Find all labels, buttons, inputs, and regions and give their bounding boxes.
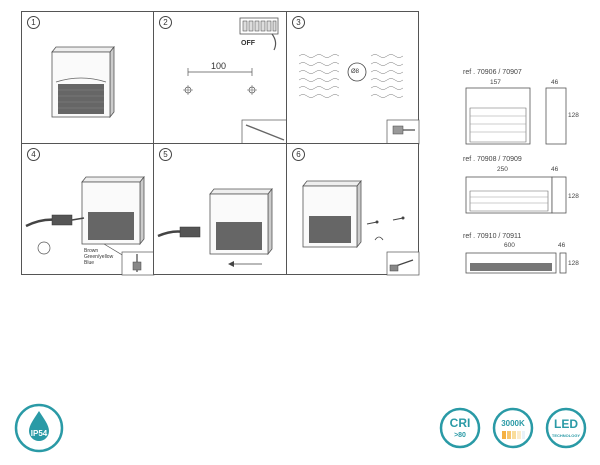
step-number: 1 — [27, 16, 40, 29]
wire-blue-label: Blue — [84, 260, 95, 266]
cri-value: >80 — [454, 432, 466, 439]
cri-badge: CRI >80 — [439, 407, 481, 449]
power-off-illustration — [183, 17, 288, 145]
spec-width-3: 600 — [504, 242, 515, 249]
ip-rating: IP54 — [30, 429, 48, 438]
ip54-badge: IP54 — [14, 403, 64, 453]
spec-drawing-2 — [465, 176, 567, 214]
led-badge: LED TECHNOLOGY — [545, 407, 587, 449]
step-number: 5 — [159, 148, 172, 161]
step-2-panel: 2 OFF 100 — [153, 11, 288, 145]
spec-depth-2: 46 — [551, 166, 559, 173]
step-5-panel: 5 — [153, 143, 287, 275]
step-number: 3 — [292, 16, 305, 29]
step-1-panel: 1 — [21, 11, 154, 144]
step-6-panel: 6 — [286, 143, 420, 276]
color-temperature-badge: 3000K — [492, 407, 534, 449]
water-drop-icon — [14, 403, 64, 453]
step-number: 2 — [159, 16, 172, 29]
spec-ref-3: ref . 70910 / 70911 — [463, 233, 522, 240]
wiring-illustration — [25, 175, 155, 276]
spec-width-2: 250 — [497, 166, 508, 173]
spec-drawing-1 — [465, 87, 567, 145]
spec-height-1: 128 — [568, 112, 579, 119]
mounting-illustration — [157, 187, 273, 267]
spec-depth-3: 46 — [558, 242, 566, 249]
spec-drawing-3 — [465, 252, 567, 274]
led-icon — [545, 407, 587, 449]
fixing-screws-illustration — [302, 179, 420, 276]
led-label: LED — [554, 417, 578, 431]
step-number: 6 — [292, 148, 305, 161]
step-4-panel: 4 Brown Green/yellow Blue — [21, 143, 155, 276]
wire-green-yellow-label: Green/yellow — [84, 254, 114, 260]
lamp-illustration — [51, 45, 115, 119]
drill-size: Ø8 — [351, 69, 360, 75]
spec-width-1: 157 — [490, 79, 501, 86]
spec-depth-1: 46 — [551, 79, 559, 86]
spec-height-3: 128 — [568, 260, 579, 267]
drilling-illustration — [298, 54, 420, 145]
cri-icon — [439, 407, 481, 449]
cri-label: CRI — [449, 416, 471, 430]
instruction-grid: 1 2 — [21, 11, 420, 276]
led-sublabel: TECHNOLOGY — [551, 433, 581, 438]
spec-height-2: 128 — [568, 193, 579, 200]
color-temperature-value: 3000K — [501, 419, 525, 428]
step-number: 4 — [27, 148, 40, 161]
wire-brown-label: Brown — [84, 248, 99, 254]
hole-distance: 100 — [211, 61, 227, 71]
spec-ref-2: ref . 70908 / 70909 — [463, 156, 522, 163]
color-temperature-icon — [492, 407, 534, 449]
step-3-panel: 3 Ø8 — [286, 11, 420, 145]
off-label: OFF — [241, 40, 255, 47]
spec-ref-1: ref . 70906 / 70907 — [463, 69, 522, 76]
